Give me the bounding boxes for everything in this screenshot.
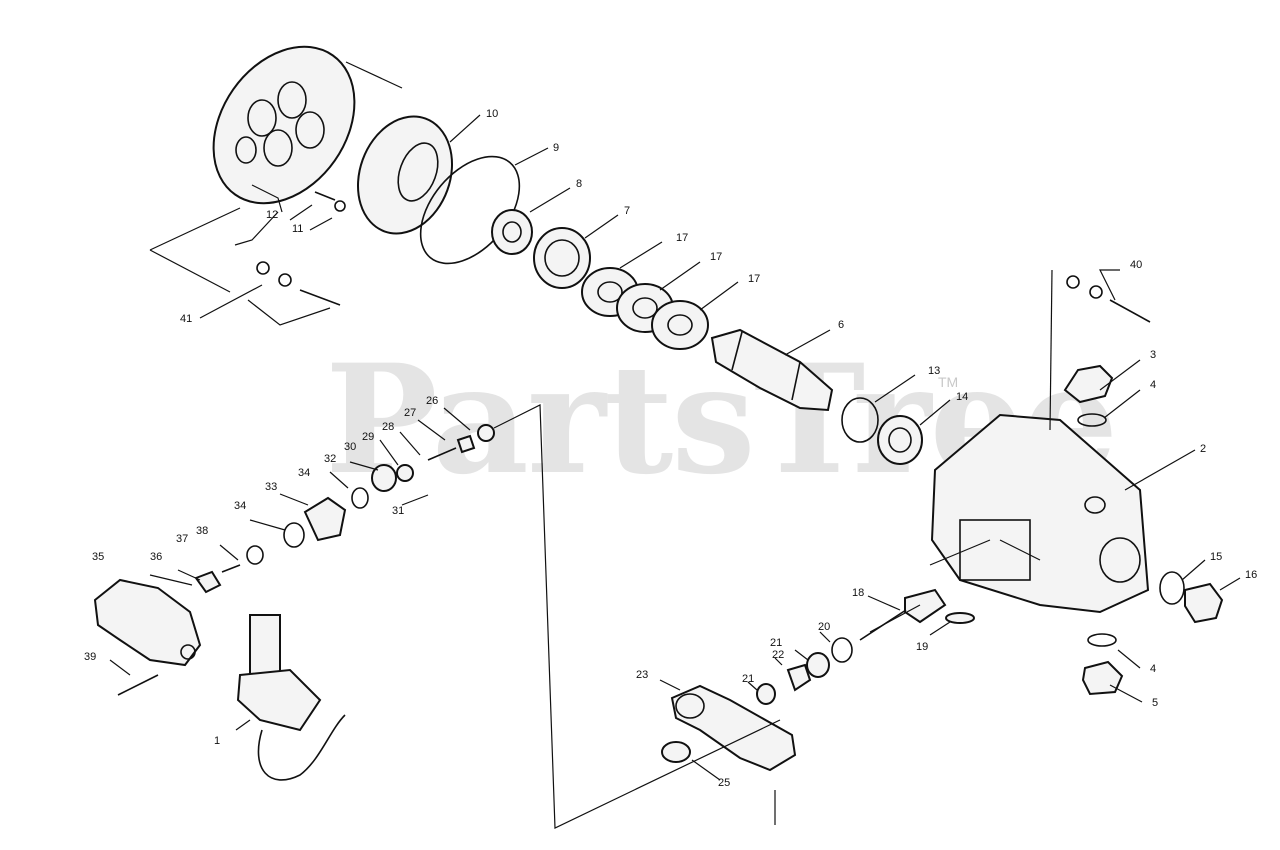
callout-33: 33 — [265, 481, 277, 493]
part-pin-19 — [945, 612, 975, 624]
callout-21-b: 21 — [742, 673, 754, 685]
callout-11: 11 — [292, 223, 303, 235]
callout-26: 26 — [426, 395, 438, 407]
callout-31: 31 — [392, 505, 404, 517]
callout-18: 18 — [852, 587, 864, 599]
callout-16: 16 — [1245, 569, 1257, 581]
callout-10: 10 — [486, 108, 498, 120]
part-bearing-14 — [877, 415, 923, 465]
callout-40: 40 — [1130, 259, 1142, 271]
part-unloader-1 — [236, 614, 346, 781]
callout-39: 39 — [84, 651, 96, 663]
callout-13: 13 — [928, 365, 940, 377]
part-eccentric-17 — [581, 267, 709, 350]
callout-7: 7 — [624, 205, 630, 217]
callout-17-b: 17 — [710, 251, 722, 263]
part-manifold-23 — [661, 684, 797, 772]
callout-6: 6 — [838, 319, 844, 331]
part-pump-housing-2 — [930, 413, 1150, 614]
callout-4-upper: 4 — [1150, 379, 1156, 391]
part-bolt-40 — [1066, 275, 1151, 323]
part-bearing-7 — [533, 227, 591, 289]
callout-27: 27 — [404, 407, 416, 419]
part-ring-15 — [1159, 571, 1185, 605]
callout-37: 37 — [176, 533, 188, 545]
callout-labels: 1 2 3 4 4 5 6 7 8 9 10 11 12 13 14 15 16… — [84, 108, 1257, 789]
callout-17-c: 17 — [748, 273, 760, 285]
part-valves-26-32 — [351, 424, 495, 509]
callout-23: 23 — [636, 669, 648, 681]
callout-14: 14 — [956, 391, 968, 403]
callout-17-a: 17 — [676, 232, 688, 244]
callout-12: 12 — [266, 209, 278, 221]
callout-25: 25 — [718, 777, 730, 789]
callout-3: 3 — [1150, 349, 1156, 361]
part-washer-4-lower — [1087, 633, 1117, 647]
watermark-trademark: TM — [938, 374, 959, 390]
part-bolts-41 — [256, 191, 346, 306]
callout-36: 36 — [150, 551, 162, 563]
part-flange-10 — [356, 115, 454, 235]
callout-15: 15 — [1210, 551, 1222, 563]
part-crankshaft-6 — [710, 328, 834, 412]
part-head-35 — [93, 578, 202, 667]
part-bracket-plate — [212, 45, 356, 205]
callout-29: 29 — [362, 431, 374, 443]
part-cap-3 — [1063, 364, 1114, 427]
callout-35: 35 — [92, 551, 104, 563]
callout-32: 32 — [324, 453, 336, 465]
part-bolt-39 — [117, 674, 159, 696]
part-plug-16 — [1184, 582, 1224, 624]
callout-28: 28 — [382, 421, 394, 433]
leader-lines — [109, 61, 1241, 829]
callout-34-a: 34 — [298, 467, 310, 479]
part-spring-37-38 — [194, 545, 264, 594]
callout-2: 2 — [1200, 443, 1206, 455]
callout-5: 5 — [1152, 697, 1158, 709]
callout-8: 8 — [576, 178, 582, 190]
callout-20: 20 — [818, 621, 830, 633]
callout-38: 38 — [196, 525, 208, 537]
callout-1: 1 — [214, 735, 220, 747]
callout-21-a: 21 — [770, 637, 782, 649]
part-plug-5 — [1081, 660, 1124, 696]
callout-22: 22 — [772, 649, 784, 661]
callout-34-b: 34 — [234, 500, 246, 512]
part-seals-20-22 — [756, 637, 853, 705]
part-valve-seat-33 — [283, 496, 347, 548]
callout-4-lower: 4 — [1150, 663, 1156, 675]
callout-19: 19 — [916, 641, 928, 653]
callout-9: 9 — [553, 142, 559, 154]
part-ring-13 — [841, 397, 879, 443]
part-seal-8 — [491, 209, 533, 255]
callout-41: 41 — [180, 313, 192, 325]
callout-30: 30 — [344, 441, 356, 453]
